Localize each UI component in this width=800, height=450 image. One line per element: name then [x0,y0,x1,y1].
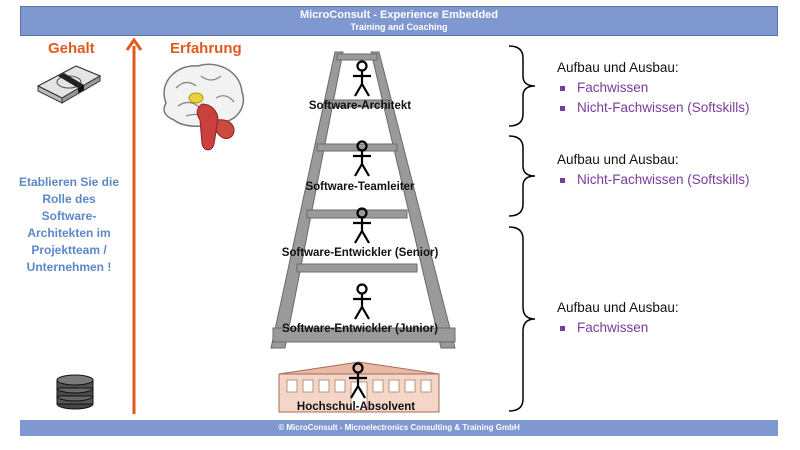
skills-group-1: Aufbau und Ausbau: Fachwissen Nicht-Fach… [557,58,750,118]
money-bundle-icon [36,65,102,104]
person-icon [353,60,371,97]
header-title: MicroConsult - Experience Embedded [299,9,499,21]
brace-group-3 [508,226,536,412]
skills-heading: Aufbau und Ausbau: [557,152,679,167]
side-message: Etablieren Sie die Rolle des Software-Ar… [18,175,120,274]
skill-item: Fachwissen [557,78,750,98]
person-icon [353,283,371,320]
person-icon [353,207,371,244]
coin-stack-icon [56,374,94,410]
gehalt-label: Gehalt [48,40,95,57]
erfahrung-label: Erfahrung [170,40,242,57]
person-icon [349,362,367,399]
header-banner: MicroConsult - Experience Embedded Train… [20,6,778,36]
level-label: Software-Teamleiter [305,181,415,193]
level-label: Software-Entwickler (Junior) [282,323,438,335]
level-label: Software-Architekt [308,100,412,112]
building-icon [278,361,440,413]
person-icon [353,140,371,177]
experience-arrow [125,37,143,414]
header-subtitle: Training and Coaching [350,22,448,32]
skill-item: Nicht-Fachwissen (Softskills) [557,98,750,118]
skill-item: Nicht-Fachwissen (Softskills) [557,170,750,190]
level-label: Hochschul-Absolvent [296,401,416,413]
brain-icon [163,63,245,151]
skills-group-3: Aufbau und Ausbau: Fachwissen [557,298,679,338]
skills-heading: Aufbau und Ausbau: [557,60,679,75]
skills-group-2: Aufbau und Ausbau: Nicht-Fachwissen (Sof… [557,150,750,190]
skills-heading: Aufbau und Ausbau: [557,300,679,315]
skill-item: Fachwissen [557,318,679,338]
brace-group-1 [508,45,536,127]
level-label: Software-Entwickler (Senior) [281,247,439,259]
footer-banner: © MicroConsult - Microelectronics Consul… [20,420,778,436]
brace-group-2 [508,135,536,217]
